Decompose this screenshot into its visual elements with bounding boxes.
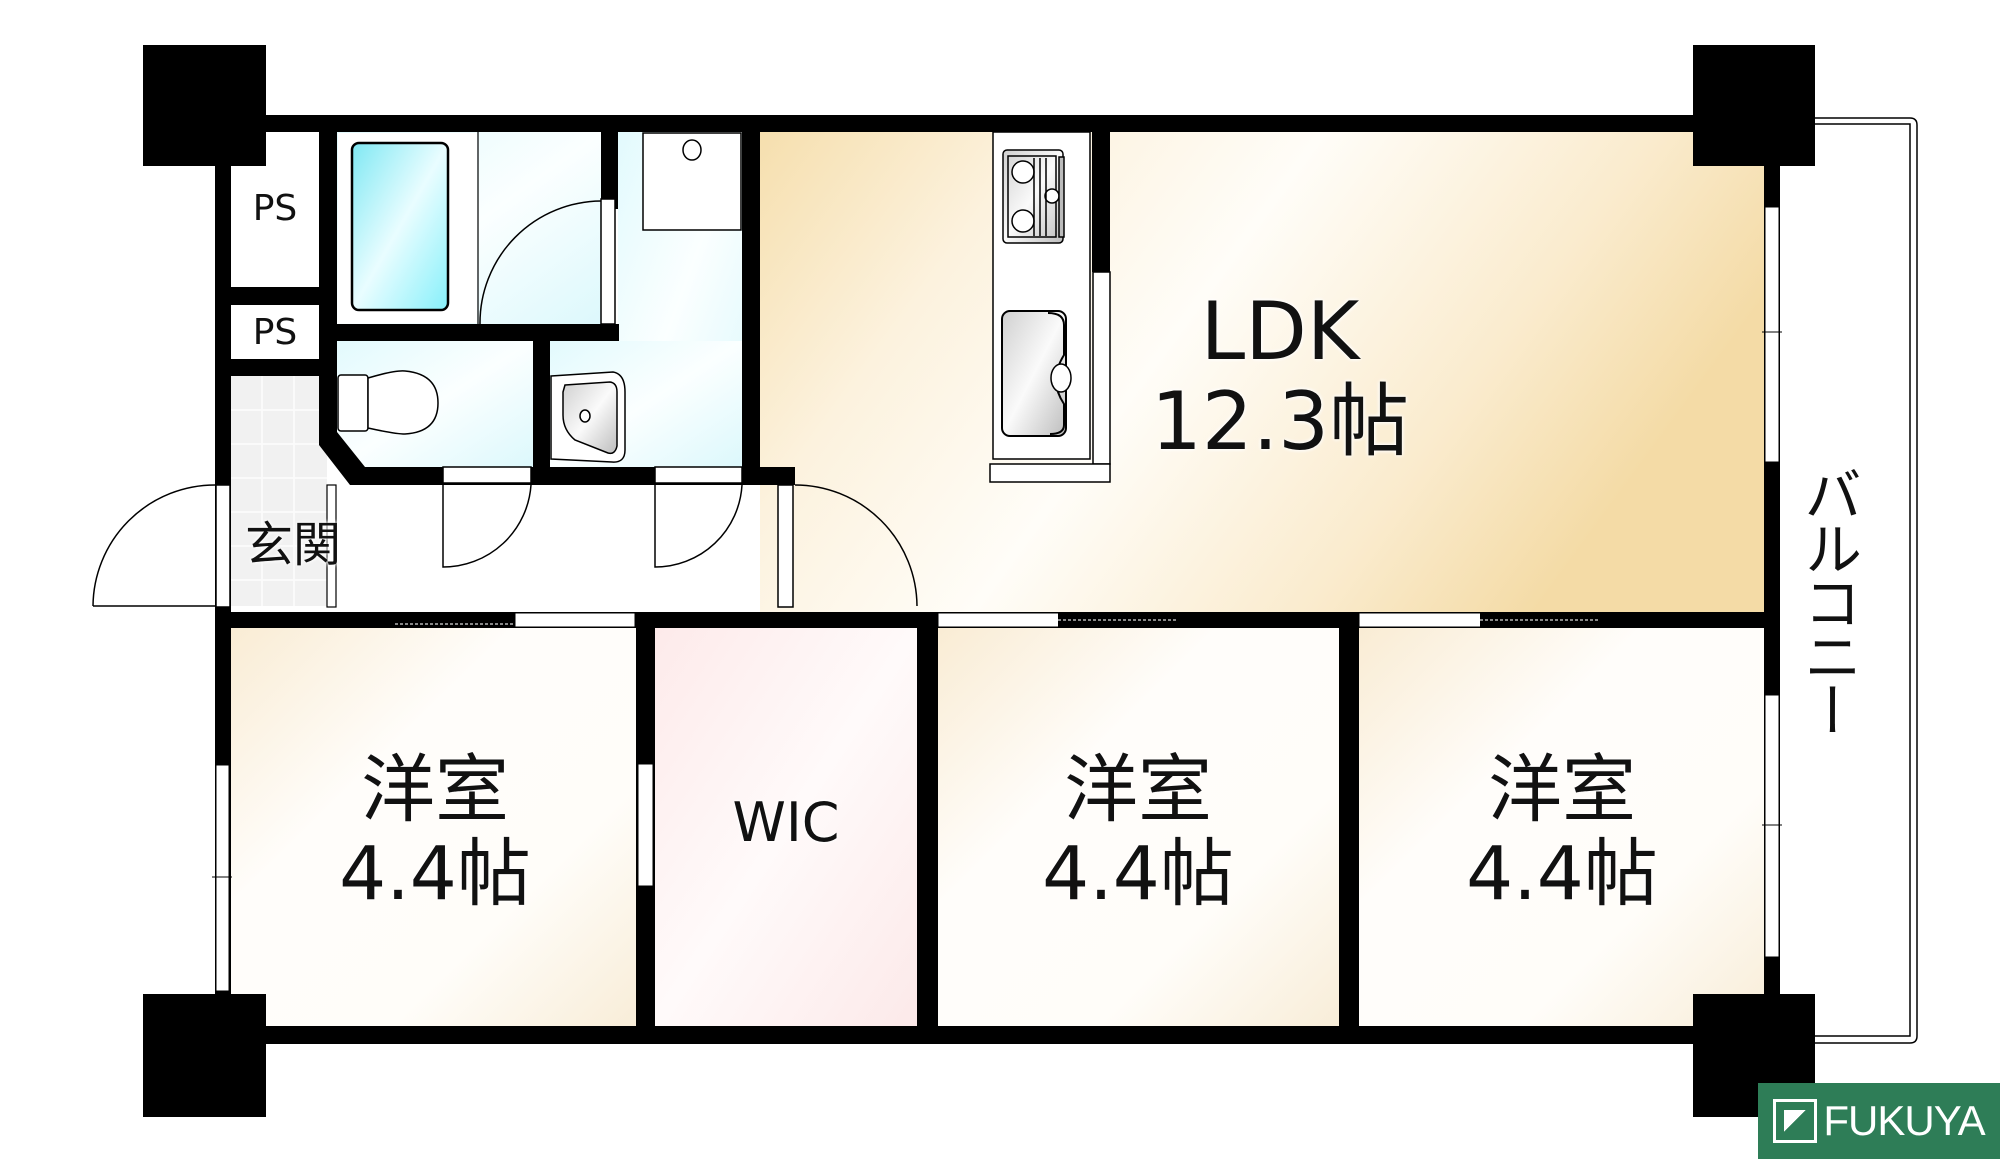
bedroom-3-name: 洋室 [1488, 747, 1636, 833]
ldk-door[interactable] [777, 484, 918, 608]
bedroom-2-label: 洋室 4.4帖 [1008, 747, 1268, 917]
toilet-chamfer-wall [319, 412, 365, 485]
ldk-name: LDK [1200, 285, 1360, 378]
toilet-icon [337, 370, 439, 435]
ldk-window [1762, 206, 1782, 463]
fukuya-logo-text: FUKUYA [1823, 1097, 1985, 1144]
gas-stove-icon [1002, 149, 1065, 244]
ps-lower-label: PS [252, 312, 298, 353]
ldk-floor [760, 132, 1764, 612]
bedroom-2-name: 洋室 [1064, 747, 1212, 833]
entrance-floor [230, 376, 327, 606]
bedroom-3-window [1762, 694, 1782, 958]
bedroom-1-name: 洋室 [361, 747, 509, 833]
kitchen-sink-icon [1001, 310, 1072, 437]
entrance-label: 玄関 [244, 517, 341, 573]
toilet-door[interactable] [442, 466, 532, 568]
balcony-outline [1815, 117, 1918, 1044]
bathroom-door[interactable] [477, 132, 616, 325]
ps-upper-label: PS [252, 188, 298, 229]
bedroom-1-floor [230, 628, 636, 1026]
bedroom-3-label: 洋室 4.4帖 [1432, 747, 1692, 917]
washroom-door[interactable] [654, 466, 743, 568]
bedroom-1-window [212, 764, 232, 992]
bedroom-2-size: 4.4帖 [1042, 830, 1234, 917]
entrance-step [326, 484, 337, 608]
washbasin-icon [550, 371, 626, 463]
entrance-tile-grid [230, 376, 327, 606]
wic-opening [637, 763, 654, 887]
washing-machine-pan-icon [642, 132, 742, 231]
wic-label: WIC [732, 791, 840, 854]
ldk-label: LDK 12.3帖 [1120, 290, 1440, 464]
bedroom-2-floor [938, 628, 1339, 1026]
bedroom-2-sliding-door[interactable] [937, 612, 1179, 628]
ldk-size: 12.3帖 [1150, 375, 1410, 468]
bedroom-1-size: 4.4帖 [339, 830, 531, 917]
bedroom-1-label: 洋室 4.4帖 [305, 747, 565, 917]
balcony-label: バルコニー [1794, 465, 1862, 735]
fukuya-logo: FUKUYA [1758, 1083, 2000, 1159]
fukuya-logo-mark-icon [1773, 1099, 1818, 1143]
bedroom-1-sliding-door[interactable] [395, 612, 636, 628]
bedroom-3-floor [1359, 628, 1764, 1026]
bedroom-3-sliding-door[interactable] [1358, 612, 1600, 628]
entrance-door[interactable] [92, 484, 231, 608]
bathtub-icon [338, 133, 477, 323]
bedroom-3-size: 4.4帖 [1466, 830, 1658, 917]
wic-floor [655, 628, 917, 1026]
